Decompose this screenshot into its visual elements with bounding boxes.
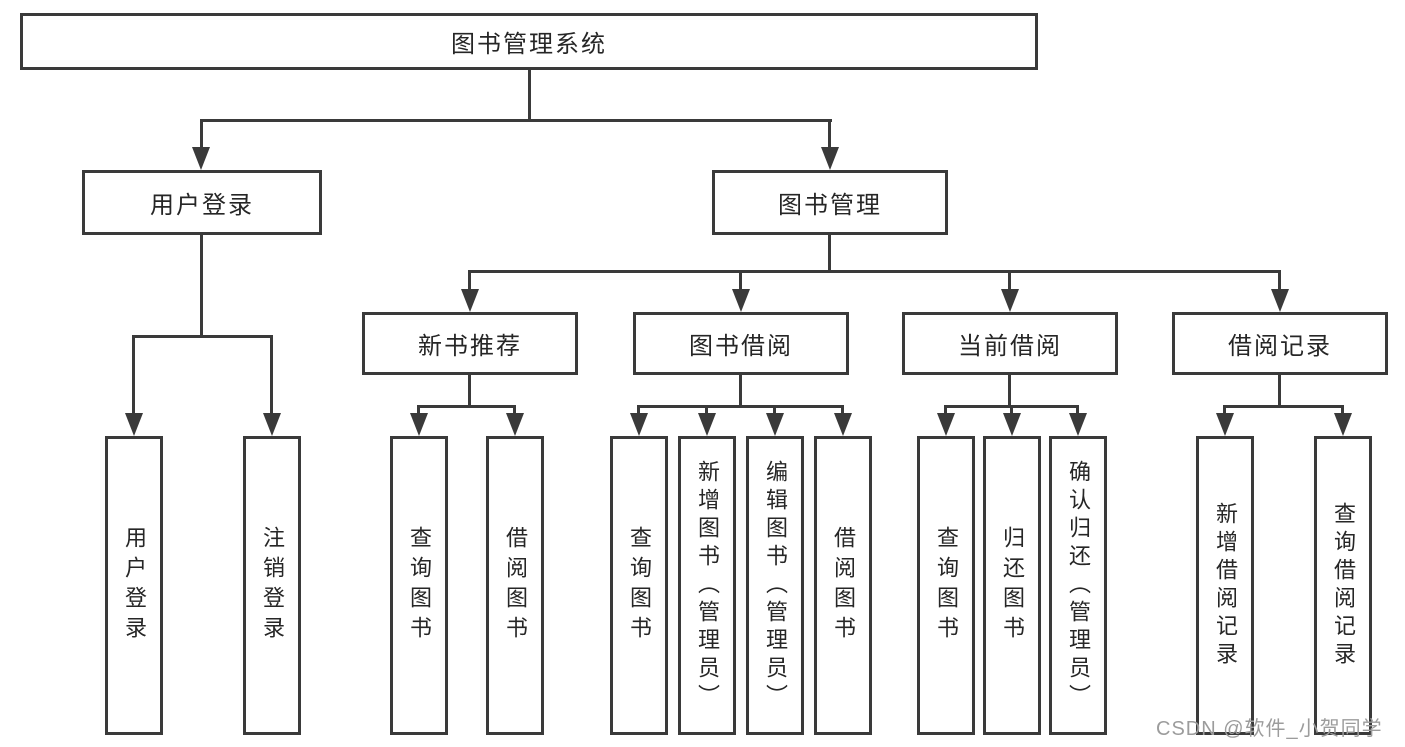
leaf-borrow-books-recommend: 借阅图书 <box>486 436 544 735</box>
connector-line <box>270 335 273 416</box>
connector-line <box>637 405 640 417</box>
connector-line <box>828 235 831 273</box>
connector-line <box>1278 270 1281 292</box>
connector-line <box>468 270 471 292</box>
leaf-user-login: 用户登录 <box>105 436 163 735</box>
node-current-borrowing: 当前借阅 <box>902 312 1118 375</box>
connector-line <box>705 405 708 417</box>
connector-line <box>132 335 273 338</box>
arrowhead-icon <box>937 413 955 436</box>
arrowhead-icon <box>834 413 852 436</box>
connector-line <box>528 70 531 120</box>
node-book-borrowing: 图书借阅 <box>633 312 849 375</box>
connector-line <box>1341 405 1344 417</box>
connector-line <box>1076 405 1079 417</box>
arrowhead-icon <box>630 413 648 436</box>
arrowhead-icon <box>1216 413 1234 436</box>
connector-line <box>1008 375 1011 408</box>
leaf-borrow-books-borrowing: 借阅图书 <box>814 436 872 735</box>
leaf-edit-books-admin: 编辑图书（管理员） <box>746 436 804 735</box>
connector-line <box>200 119 832 122</box>
arrowhead-icon <box>506 413 524 436</box>
arrowhead-icon <box>410 413 428 436</box>
connector-line <box>1223 405 1344 408</box>
connector-line <box>944 405 947 417</box>
connector-line <box>828 119 831 150</box>
arrowhead-icon <box>732 289 750 312</box>
arrowhead-icon <box>821 147 839 170</box>
arrowhead-icon <box>1271 289 1289 312</box>
connector-line <box>841 405 844 417</box>
node-book-management: 图书管理 <box>712 170 948 235</box>
connector-line <box>132 335 135 416</box>
node-borrowing-records: 借阅记录 <box>1172 312 1388 375</box>
arrowhead-icon <box>1334 413 1352 436</box>
leaf-confirm-return-admin: 确认归还（管理员） <box>1049 436 1107 735</box>
leaf-add-books-admin: 新增图书（管理员） <box>678 436 736 735</box>
node-new-book-recommendation: 新书推荐 <box>362 312 578 375</box>
arrowhead-icon <box>1003 413 1021 436</box>
connector-line <box>1223 405 1226 417</box>
leaf-query-books-current: 查询图书 <box>917 436 975 735</box>
connector-line <box>417 405 516 408</box>
arrowhead-icon <box>1001 289 1019 312</box>
connector-line <box>200 235 203 337</box>
connector-line <box>739 270 742 292</box>
arrowhead-icon <box>1069 413 1087 436</box>
arrowhead-icon <box>192 147 210 170</box>
connector-line <box>1010 405 1013 417</box>
leaf-return-books: 归还图书 <box>983 436 1041 735</box>
connector-line <box>468 375 471 408</box>
node-library-management-system: 图书管理系统 <box>20 13 1038 70</box>
connector-line <box>417 405 420 417</box>
arrowhead-icon <box>698 413 716 436</box>
leaf-query-borrow-record: 查询借阅记录 <box>1314 436 1372 735</box>
node-user-login: 用户登录 <box>82 170 322 235</box>
csdn-watermark: CSDN @软件_小贺同学 <box>1156 718 1383 740</box>
connector-line <box>200 119 203 150</box>
leaf-query-books-recommend: 查询图书 <box>390 436 448 735</box>
arrowhead-icon <box>766 413 784 436</box>
connector-line <box>773 405 776 417</box>
connector-line <box>637 405 844 408</box>
connector-line <box>468 270 1281 273</box>
connector-line <box>739 375 742 408</box>
connector-line <box>1278 375 1281 408</box>
arrowhead-icon <box>263 413 281 436</box>
leaf-add-borrow-record: 新增借阅记录 <box>1196 436 1254 735</box>
leaf-query-books-borrowing: 查询图书 <box>610 436 668 735</box>
arrowhead-icon <box>125 413 143 436</box>
leaf-logout: 注销登录 <box>243 436 301 735</box>
connector-line <box>1008 270 1011 292</box>
arrowhead-icon <box>461 289 479 312</box>
connector-line <box>513 405 516 417</box>
